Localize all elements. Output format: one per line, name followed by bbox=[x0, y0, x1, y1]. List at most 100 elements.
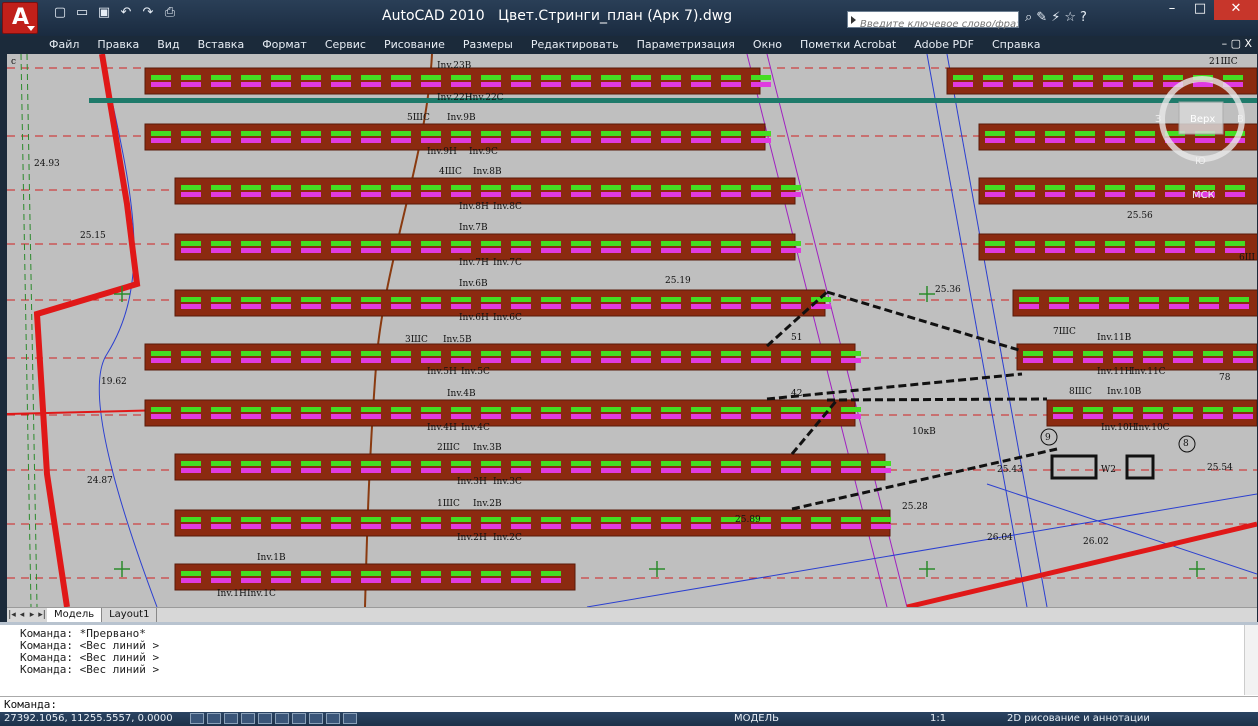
favorites-icon[interactable]: ☆ bbox=[1064, 10, 1076, 25]
menu-item[interactable]: Параметризация bbox=[636, 38, 735, 51]
panel-module bbox=[181, 138, 201, 143]
quick-access-toolbar: ▢ ▭ ▣ ↶ ↷ ⎙ bbox=[52, 4, 178, 22]
model-space-button[interactable]: МОДЕЛЬ bbox=[734, 713, 780, 724]
panel-module bbox=[511, 82, 531, 87]
panel-module bbox=[361, 517, 381, 522]
menu-item[interactable]: Adobe PDF bbox=[914, 38, 974, 51]
prev-tab-icon[interactable]: ◂ bbox=[19, 610, 25, 620]
panel-module bbox=[211, 358, 231, 363]
menu-item[interactable]: Файл bbox=[49, 38, 80, 51]
panel-module bbox=[1015, 241, 1035, 246]
save-icon[interactable]: ▣ bbox=[97, 5, 111, 20]
dyn-icon[interactable] bbox=[309, 713, 323, 724]
panel-module bbox=[481, 571, 501, 576]
last-tab-icon[interactable]: ▸| bbox=[38, 610, 46, 620]
app-name: AutoCAD 2010 bbox=[382, 8, 485, 24]
search-input[interactable] bbox=[848, 17, 1018, 32]
panel-module bbox=[481, 82, 501, 87]
panel-module bbox=[985, 138, 1005, 143]
panel-module bbox=[451, 578, 471, 583]
panel-module bbox=[1195, 138, 1215, 143]
panel-module bbox=[661, 131, 681, 136]
coordinates-readout[interactable]: 27392.1056, 11255.5557, 0.0000 bbox=[4, 713, 173, 724]
document-window-controls[interactable]: – ▢ X bbox=[1221, 37, 1252, 50]
panel-module bbox=[211, 407, 231, 412]
menu-item[interactable]: Редактировать bbox=[530, 38, 619, 51]
command-scrollbar[interactable] bbox=[1244, 625, 1258, 695]
dc-cable bbox=[826, 397, 1048, 402]
panel-module bbox=[1049, 304, 1069, 309]
panel-module bbox=[571, 185, 591, 190]
menu-item[interactable]: Сервис bbox=[324, 38, 366, 51]
panel-module bbox=[631, 304, 651, 309]
application-menu-button[interactable]: A bbox=[2, 2, 38, 34]
workspace-switch[interactable]: 2D рисование и аннотации bbox=[1007, 713, 1150, 724]
command-input[interactable]: Команда: bbox=[0, 696, 1258, 711]
panel-module bbox=[1195, 192, 1215, 197]
open-icon[interactable]: ▭ bbox=[75, 5, 89, 20]
help-icon[interactable]: ? bbox=[1079, 10, 1087, 25]
menu-item[interactable]: Рисование bbox=[383, 38, 445, 51]
panel-module bbox=[601, 75, 621, 80]
drawing-label: 25.43 bbox=[997, 465, 1023, 475]
drawing-label: 3ШС bbox=[405, 335, 428, 345]
polar-icon[interactable] bbox=[241, 713, 255, 724]
drawing-label: Inv.4B bbox=[447, 389, 476, 399]
menu-item[interactable]: Формат bbox=[262, 38, 307, 51]
snap-icon[interactable] bbox=[190, 713, 204, 724]
panel-module bbox=[391, 517, 411, 522]
panel-module bbox=[811, 524, 831, 529]
drawing-label: c bbox=[11, 57, 16, 67]
panel-module bbox=[241, 297, 261, 302]
menu-item[interactable]: Окно bbox=[752, 38, 783, 51]
road-line bbox=[986, 483, 1257, 575]
grid-icon[interactable] bbox=[207, 713, 221, 724]
search-box[interactable] bbox=[847, 11, 1019, 32]
viewcube-label: Ю bbox=[1195, 156, 1206, 167]
osnap-icon[interactable] bbox=[258, 713, 272, 724]
redo-icon[interactable]: ↷ bbox=[142, 5, 154, 20]
ducs-icon[interactable] bbox=[292, 713, 306, 724]
communication-icon[interactable]: ⚡ bbox=[1051, 10, 1061, 25]
menu-item[interactable]: Вид bbox=[157, 38, 180, 51]
tab-layout1[interactable]: Layout1 bbox=[102, 608, 158, 622]
panel-module bbox=[1083, 407, 1103, 412]
binoculars-icon[interactable]: ⌕ bbox=[1025, 10, 1033, 25]
menu-item[interactable]: Размеры bbox=[462, 38, 513, 51]
menu-item[interactable]: Вставка bbox=[197, 38, 245, 51]
new-icon[interactable]: ▢ bbox=[53, 5, 67, 20]
menu-item[interactable]: Пометки Acrobat bbox=[800, 38, 897, 51]
qp-icon[interactable] bbox=[343, 713, 357, 724]
panel-module bbox=[511, 468, 531, 473]
panel-module bbox=[541, 75, 561, 80]
dropdown-arrow-icon bbox=[27, 26, 35, 31]
panel-module bbox=[1225, 185, 1245, 190]
panel-module bbox=[721, 297, 741, 302]
print-icon[interactable]: ⎙ bbox=[164, 5, 176, 20]
menu-item[interactable]: Правка bbox=[97, 38, 140, 51]
minimize-icon[interactable]: – bbox=[1168, 1, 1176, 16]
otrack-icon[interactable] bbox=[275, 713, 289, 724]
maximize-icon[interactable]: □ bbox=[1193, 1, 1207, 16]
expand-arrow-icon[interactable] bbox=[851, 16, 856, 24]
subscription-icon[interactable]: ✎ bbox=[1036, 10, 1048, 25]
panel-module bbox=[451, 524, 471, 529]
first-tab-icon[interactable]: |◂ bbox=[8, 610, 16, 620]
undo-icon[interactable]: ↶ bbox=[120, 5, 132, 20]
lineweight-icon[interactable] bbox=[326, 713, 340, 724]
panel-module bbox=[541, 248, 561, 253]
next-tab-icon[interactable]: ▸ bbox=[29, 610, 35, 620]
panel-module bbox=[151, 414, 171, 419]
tab-model[interactable]: Модель bbox=[47, 608, 103, 622]
panel-module bbox=[391, 407, 411, 412]
menu-item[interactable]: Справка bbox=[991, 38, 1041, 51]
annotation-scale[interactable]: 1:1 bbox=[930, 713, 947, 724]
close-icon[interactable]: ✕ bbox=[1214, 0, 1258, 20]
panel-module bbox=[691, 414, 711, 419]
panel-module bbox=[361, 192, 381, 197]
panel-module bbox=[451, 517, 471, 522]
ortho-icon[interactable] bbox=[224, 713, 238, 724]
panel-module bbox=[1045, 138, 1065, 143]
